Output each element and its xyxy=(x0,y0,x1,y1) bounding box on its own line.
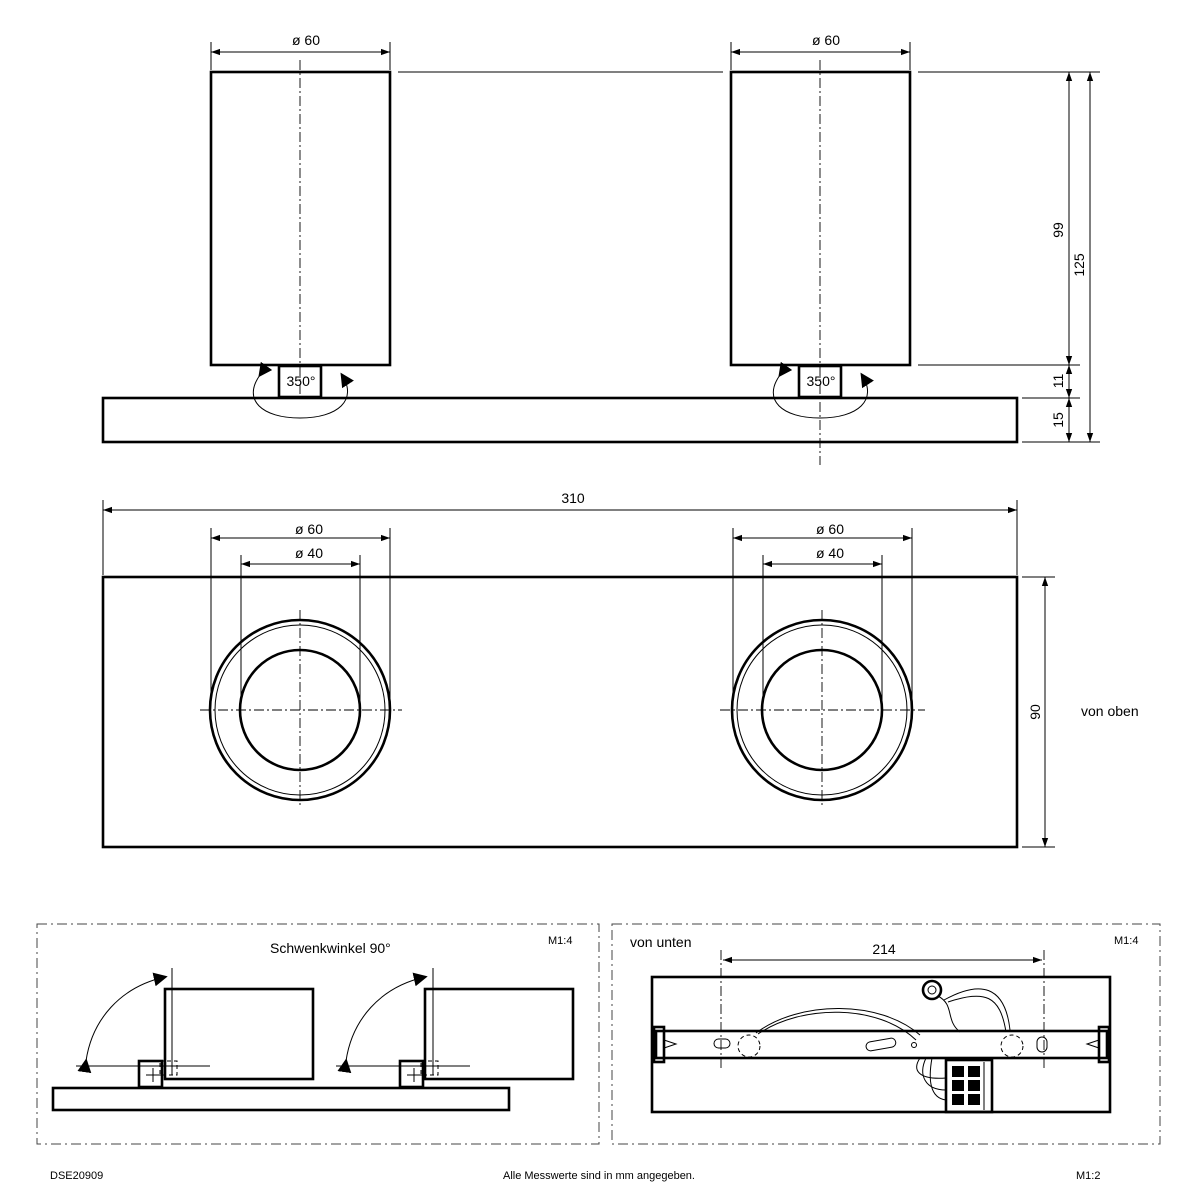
top-outer-right-label: ø 60 xyxy=(816,521,844,537)
tilt-spot-right-joint xyxy=(398,1059,425,1089)
bottom-terminal-block xyxy=(944,1058,994,1114)
footer-drawing-id: DSE20909 xyxy=(50,1170,103,1182)
side-dia-right-label: ø 60 xyxy=(812,32,840,48)
tilt-panel: Schwenkwinkel 90° M1:4 xyxy=(36,923,600,1145)
side-dia-left-label: ø 60 xyxy=(292,32,320,48)
bottom-slot-left xyxy=(713,1038,731,1049)
side-spot-left-body xyxy=(209,70,392,367)
bottom-panel-frame xyxy=(611,923,1161,1145)
top-view-caption: von oben xyxy=(1081,703,1139,719)
top-view: 310 ø 60 ø 40 ø 60 ø 40 90 xyxy=(101,490,1139,849)
bottom-mounting-rail xyxy=(654,1029,1109,1060)
tilt-arc-left xyxy=(77,972,168,1074)
bottom-slot-center xyxy=(865,1037,897,1052)
bottom-slot-right xyxy=(1036,1036,1048,1053)
side-rotation-right-label: 350° xyxy=(807,373,836,389)
bottom-hole-right xyxy=(1000,1034,1024,1058)
side-dim-11-label: 11 xyxy=(1050,374,1066,389)
top-base-plate xyxy=(101,575,1019,849)
top-inner-right-label: ø 40 xyxy=(816,545,844,561)
footer-note: Alle Messwerte sind in mm angegeben. xyxy=(503,1170,695,1182)
side-spot-right-body xyxy=(729,70,912,367)
side-dim-99-label: 99 xyxy=(1050,222,1066,238)
top-dim-310-label: 310 xyxy=(561,490,585,506)
bottom-cable-gland xyxy=(921,979,943,1001)
top-outer-left-label: ø 60 xyxy=(295,521,323,537)
bottom-panel: von unten M1:4 214 xyxy=(611,923,1161,1145)
tilt-base-plate xyxy=(51,1086,511,1112)
footer-scale: M1:2 xyxy=(1076,1170,1100,1182)
side-dim-125-label: 125 xyxy=(1071,253,1087,277)
top-dim-90-label: 90 xyxy=(1027,704,1043,720)
tilt-panel-frame xyxy=(36,923,600,1145)
bottom-dim-214-label: 214 xyxy=(872,941,896,957)
side-rotation-right-arrow xyxy=(773,361,874,419)
side-rotation-left-arrow xyxy=(253,361,354,419)
side-base-plate xyxy=(101,396,1019,444)
side-view: ø 60 ø 60 350° 350° 99 125 11 15 xyxy=(101,32,1100,465)
bottom-panel-title: von unten xyxy=(630,934,692,950)
bottom-hole-left xyxy=(737,1034,761,1058)
tilt-spot-left-joint xyxy=(137,1059,164,1089)
side-dim-15-label: 15 xyxy=(1050,412,1066,428)
bottom-panel-scale: M1:4 xyxy=(1114,935,1138,947)
tilt-panel-scale: M1:4 xyxy=(548,935,572,947)
side-rotation-left-label: 350° xyxy=(287,373,316,389)
top-inner-left-label: ø 40 xyxy=(295,545,323,561)
tilt-arc-right xyxy=(337,972,428,1074)
tilt-panel-title: Schwenkwinkel 90° xyxy=(270,940,391,956)
